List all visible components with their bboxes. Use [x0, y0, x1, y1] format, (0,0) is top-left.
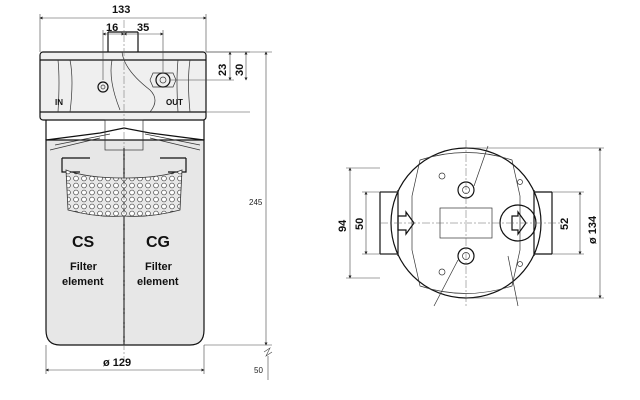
element-cs-code: CS: [72, 234, 95, 251]
plan-view: 94 50 52 ø 134: [337, 140, 604, 307]
svg-text:ø 134: ø 134: [587, 215, 599, 244]
svg-text:35: 35: [137, 22, 149, 34]
bolt-left: [97, 81, 109, 93]
element-cg-line1: Filter: [145, 261, 173, 273]
svg-text:30: 30: [234, 64, 246, 76]
dim-plan-d134: ø 134: [466, 147, 604, 299]
svg-text:245: 245: [249, 198, 263, 207]
svg-text:23: 23: [217, 64, 229, 76]
side-view: IN OUT CS Filter element CG Filter eleme…: [39, 4, 273, 380]
svg-text:ø 129: ø 129: [103, 357, 131, 369]
svg-text:133: 133: [112, 4, 130, 16]
inlet-flow-arrow: [397, 210, 415, 236]
port-out-label: OUT: [166, 98, 183, 107]
dim-133: 133: [39, 4, 207, 52]
dim-94: 94: [337, 167, 380, 279]
svg-text:50: 50: [354, 218, 366, 230]
dim-d129: ø 129: [45, 345, 205, 374]
dim-plan-52: 52: [552, 191, 584, 255]
element-cs-line2: element: [62, 276, 104, 288]
dim-50: 50: [254, 347, 273, 380]
dim-245: 245: [204, 51, 272, 346]
element-cg-code: CG: [146, 234, 170, 251]
svg-text:94: 94: [337, 219, 349, 232]
svg-text:50: 50: [254, 366, 263, 375]
svg-text:52: 52: [559, 218, 571, 230]
dim-35: 35: [123, 22, 164, 72]
element-cs-line1: Filter: [70, 261, 98, 273]
element-cg-line2: element: [137, 276, 179, 288]
dim-plan-50: 50: [354, 191, 398, 255]
filter-head: [39, 51, 207, 121]
dim-23-30: 23 30: [170, 51, 250, 113]
dim-16: 16: [102, 22, 125, 80]
port-in-label: IN: [55, 98, 63, 107]
svg-text:16: 16: [106, 22, 118, 34]
